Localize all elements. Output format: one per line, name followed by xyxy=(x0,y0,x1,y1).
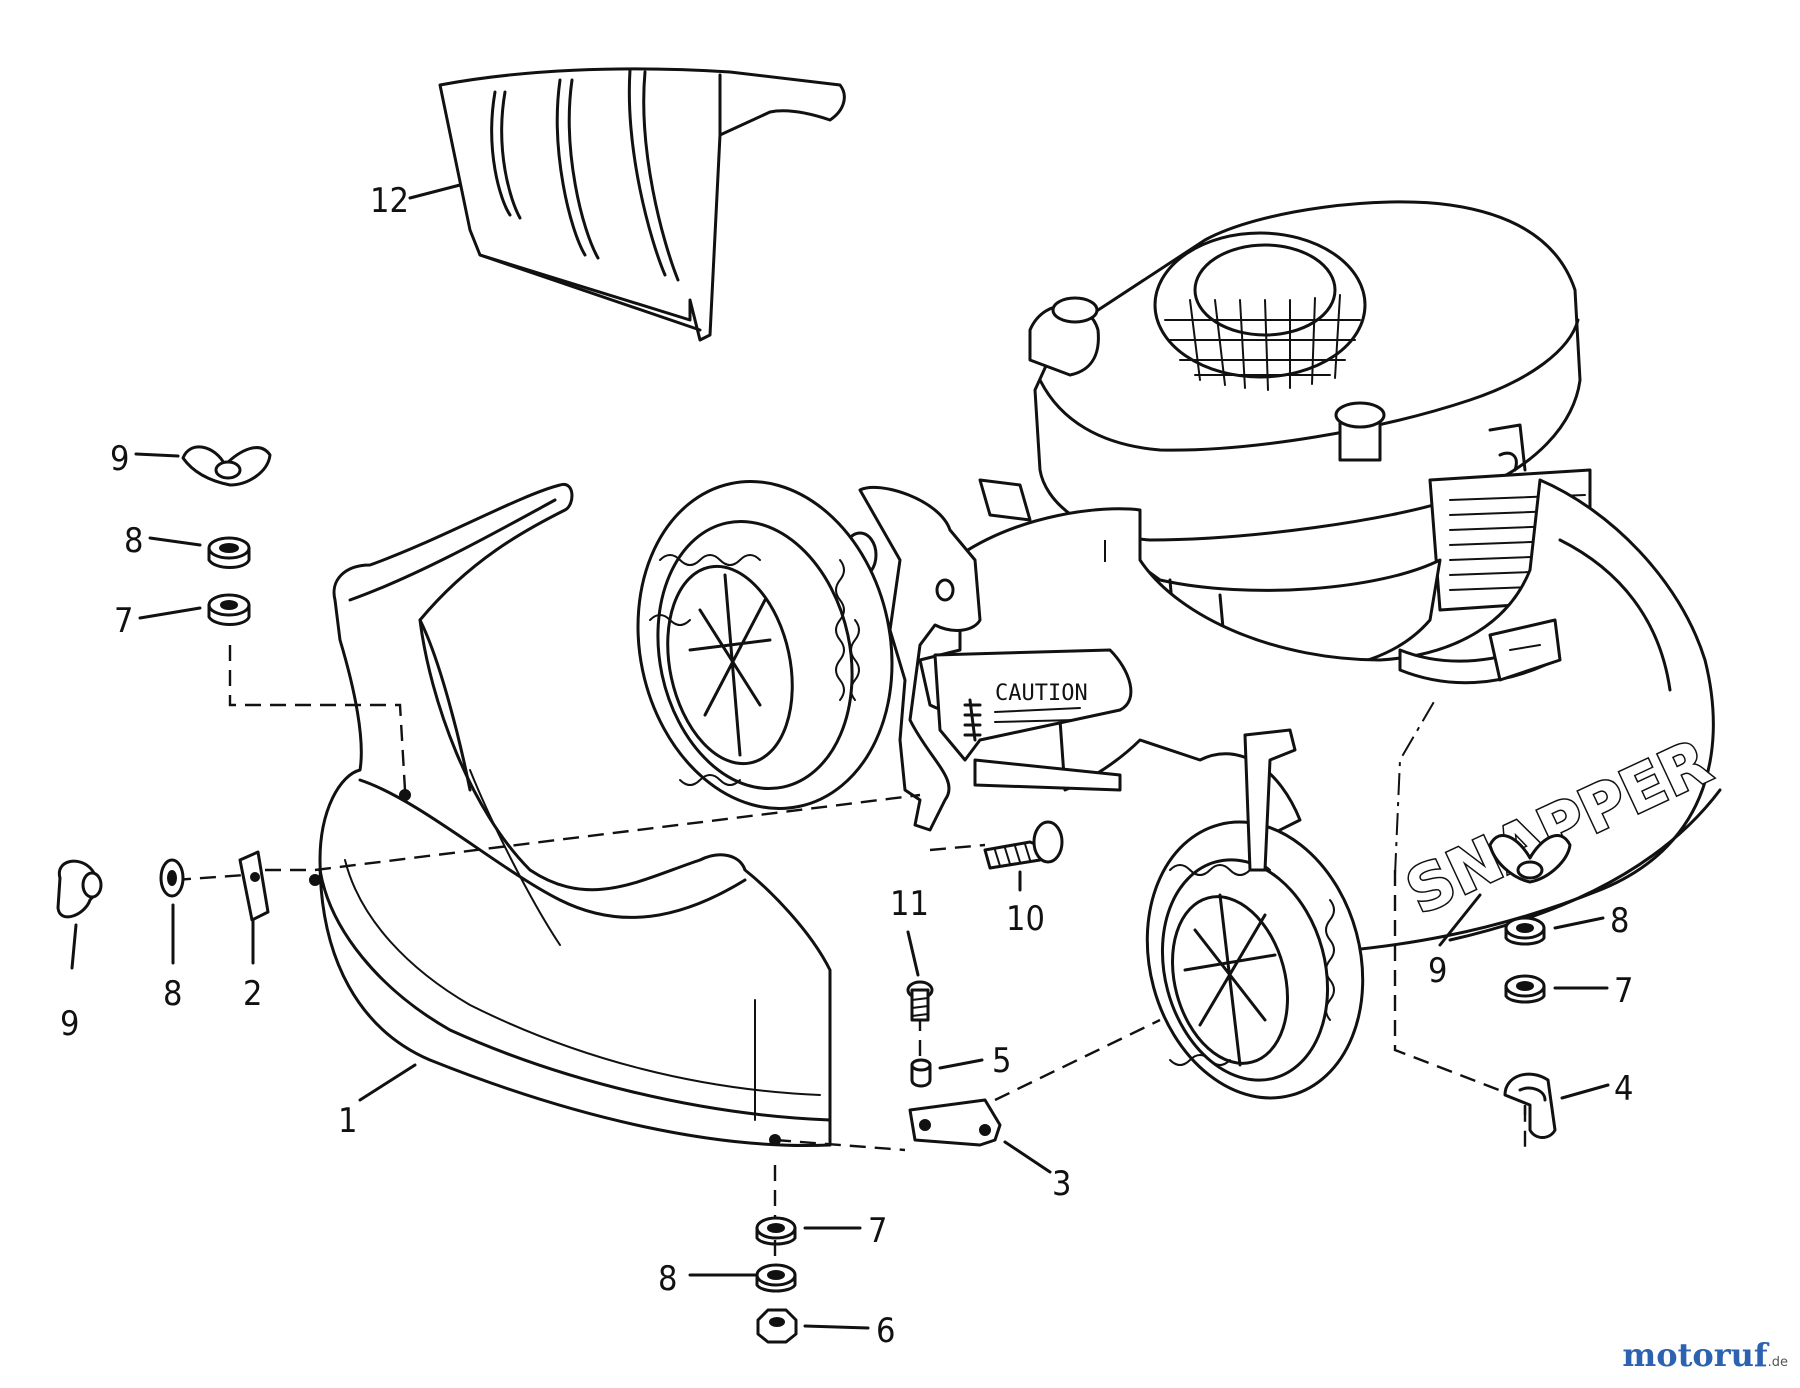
rear-wheel xyxy=(636,480,894,810)
callout-9: 9 xyxy=(1428,951,1447,991)
callout-12: 12 xyxy=(370,181,409,221)
callout-5: 5 xyxy=(992,1041,1011,1081)
watermark: motoruf.de xyxy=(1622,1336,1788,1374)
caution-label: CAUTION xyxy=(995,681,1088,706)
rubber-washer xyxy=(755,1216,797,1246)
callout-8: 8 xyxy=(658,1259,677,1299)
watermark-tld: .de xyxy=(1767,1355,1788,1370)
wheel-bracket: CAUTION xyxy=(842,478,1133,832)
washer xyxy=(755,1263,797,1293)
front-wheel xyxy=(1145,728,1365,1100)
wing-nut xyxy=(1488,834,1572,884)
callout-labels: 12 9 8 7 9 8 2 1 10 11 5 3 7 8 6 9 8 7 4 xyxy=(60,181,1633,1351)
callout-2: 2 xyxy=(243,974,262,1014)
callout-7: 7 xyxy=(1614,971,1633,1011)
callout-6: 6 xyxy=(876,1311,895,1351)
callout-8: 8 xyxy=(163,974,182,1014)
rubber-washer xyxy=(207,593,251,626)
callout-3: 3 xyxy=(1052,1164,1071,1204)
callout-1: 1 xyxy=(338,1101,357,1141)
engine xyxy=(1028,200,1592,672)
height-adjuster-clip xyxy=(1503,1072,1557,1139)
callout-8: 8 xyxy=(1610,901,1629,941)
axle-bracket xyxy=(908,1098,1002,1147)
discharge-chute xyxy=(309,482,832,1147)
callout-4: 4 xyxy=(1614,1069,1633,1109)
clip-plate xyxy=(238,850,270,922)
callout-9: 9 xyxy=(110,439,129,479)
assembly-lines xyxy=(174,540,1527,1280)
wing-nut xyxy=(181,445,272,487)
carriage-bolt xyxy=(906,980,934,1022)
callout-8: 8 xyxy=(124,521,143,561)
watermark-brand: motoruf xyxy=(1622,1336,1768,1374)
rear-deflector-shield xyxy=(438,67,846,342)
spacer xyxy=(910,1058,932,1088)
callout-7: 7 xyxy=(114,601,133,641)
washer xyxy=(1504,916,1546,946)
shoulder-bolt xyxy=(983,820,1064,870)
washer xyxy=(159,858,185,898)
callout-9: 9 xyxy=(60,1004,79,1044)
wing-nut xyxy=(56,859,103,919)
washer xyxy=(207,536,251,569)
callout-7: 7 xyxy=(868,1211,887,1251)
hex-nut xyxy=(756,1308,798,1344)
rubber-washer xyxy=(1504,974,1546,1004)
callout-10: 10 xyxy=(1006,899,1045,939)
leader-lines xyxy=(70,183,1610,1330)
callout-11: 11 xyxy=(890,884,929,924)
